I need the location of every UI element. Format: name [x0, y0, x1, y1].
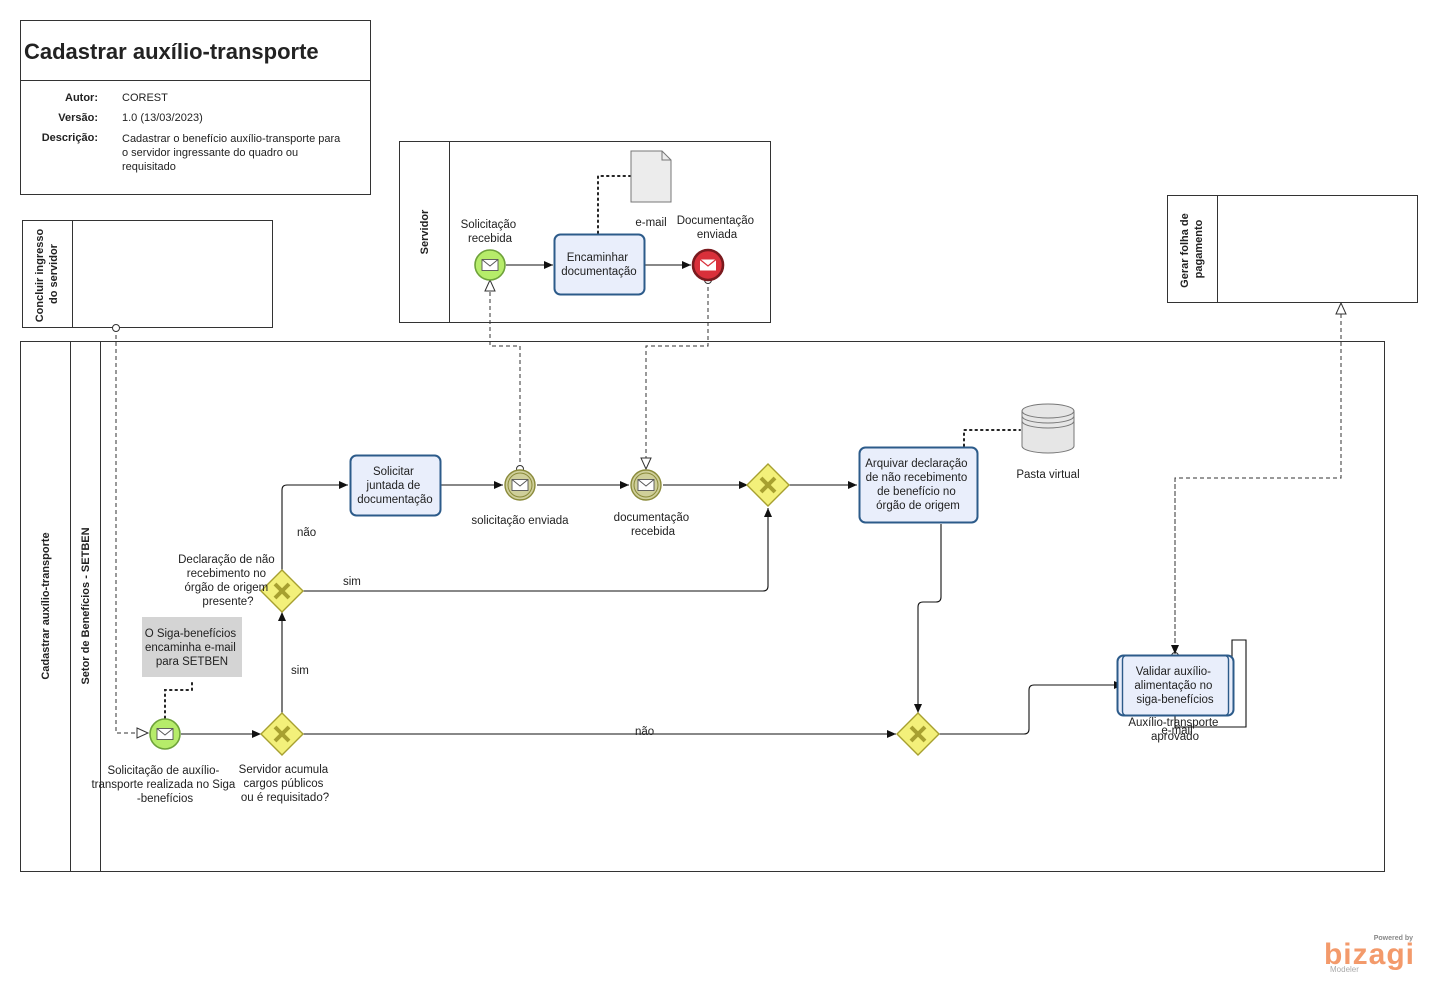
author-value: COREST: [122, 92, 168, 104]
event-solicitacao-recebida[interactable]: [474, 249, 506, 281]
pool-concluir-title: Concluir ingresso do servidor: [34, 226, 60, 323]
description-label: Descrição:: [42, 132, 98, 144]
task-arquivar-declaracao[interactable]: Arquivar declaração de não recebimento d…: [858, 446, 979, 524]
msg-aprovado-to-gerar: [1171, 301, 1347, 660]
pool-servidor-title: Servidor: [419, 209, 431, 254]
event-documentacao-enviada[interactable]: [691, 248, 725, 282]
assoc-arquivar-pasta: [963, 429, 1021, 447]
gateway-merge-final[interactable]: [896, 712, 940, 756]
msg-concluir-to-start: [112, 324, 150, 739]
pool-concluir-ingresso[interactable]: Concluir ingresso do servidor: [22, 220, 273, 328]
event-documentacao-recebida[interactable]: [630, 469, 662, 501]
gateway-merge-docs[interactable]: [746, 463, 790, 507]
bizagi-logo: Powered by bizagi Modeler: [1324, 935, 1415, 974]
author-label: Autor:: [65, 92, 98, 104]
label-auxilio-aprovado: Auxílio-transporte aprovado: [1128, 717, 1221, 743]
text-annotation[interactable]: O Siga-benefícios encaminha e-mail para …: [142, 617, 242, 677]
flow-label-nao-1: não: [297, 527, 316, 539]
powered-by-text: Powered by: [1374, 935, 1413, 942]
pool-main[interactable]: Cadastrar auxílio-transporte Setor de Be…: [20, 341, 1385, 872]
svg-text:Solicitar juntada de: Solicitar juntada de documentação: [357, 466, 432, 506]
gateway-declaracao[interactable]: [260, 569, 304, 613]
flow-label-nao-2: não: [635, 726, 654, 738]
svg-text:Encaminhar documentação: Encaminhar documentação: [561, 252, 636, 278]
description-value: Cadastrar o benefício auxílio-transporte…: [122, 133, 343, 173]
flow-gw2-solicitar-nao: [281, 481, 348, 570]
lane-setben-title: Setor de Benefícios - SETBEN: [80, 527, 92, 684]
svg-text:Validar auxílio- aliment: Validar auxílio- alimentação no siga-ben…: [1134, 666, 1215, 706]
pool-gerar-title: Gerar folha de pagamento: [1179, 210, 1205, 288]
assoc-annotation-start: [164, 679, 193, 719]
label-start-event: Solicitação de auxílio- transporte reali…: [91, 765, 238, 805]
pool-gerar-folha[interactable]: Gerar folha de pagamento: [1167, 195, 1418, 303]
brand-text: bizagi: [1324, 938, 1415, 971]
start-event-solicitacao[interactable]: [149, 718, 181, 750]
data-store-pasta-virtual[interactable]: [1021, 403, 1075, 454]
flow-label-sim-2: sim: [291, 665, 309, 677]
flow-arquivar-gw4: [914, 524, 942, 713]
flow-gw4-validar: [939, 681, 1123, 735]
flow-label-sim-1: sim: [343, 576, 361, 588]
svg-text:O Siga-benefícios encami: O Siga-benefícios encaminha e-mail para …: [145, 628, 240, 668]
label-documentacao-recebida: documentação recebida: [614, 512, 693, 538]
sequence-flows: [181, 261, 1247, 738]
label-email-2: e-mail: [1161, 725, 1192, 737]
label-gateway-declaracao: Declaração de não recebimento no órgão d…: [178, 554, 278, 608]
flow-gw2-gw3-sim: [303, 508, 772, 592]
task-validar-auxilio[interactable]: Validar auxílio- alimentação no siga-ben…: [1116, 654, 1235, 717]
version-label: Versão:: [58, 112, 98, 124]
msg-docenviada-to-docrecebida: [640, 276, 712, 471]
label-documentacao-enviada: Documentação enviada: [677, 215, 758, 241]
label-solicitacao-enviada: solicitação enviada: [471, 515, 569, 527]
pool-servidor[interactable]: Servidor: [399, 141, 771, 323]
assoc-encaminhar-email: [597, 175, 631, 234]
message-flows: [112, 276, 1347, 739]
data-object-email[interactable]: [630, 150, 672, 203]
task-solicitar-juntada[interactable]: Solicitar juntada de documentação: [349, 454, 442, 517]
associations: [164, 175, 1021, 719]
label-email: e-mail: [635, 217, 666, 229]
pool-main-title: Cadastrar auxílio-transporte: [40, 532, 52, 679]
label-solicitacao-recebida: Solicitação recebida: [461, 219, 520, 245]
gateway-acumula-cargos[interactable]: [260, 712, 304, 756]
event-solicitacao-enviada[interactable]: [504, 469, 536, 501]
flow-validar-loop: [1171, 639, 1247, 728]
task-encaminhar-documentacao[interactable]: Encaminhar documentação: [553, 233, 646, 296]
label-pasta-virtual: Pasta virtual: [1016, 469, 1079, 481]
label-gateway-acumula: Servidor acumula cargos públicos ou é re…: [239, 764, 332, 804]
msg-solenviada-to-solrecebida: [484, 278, 524, 473]
diagram-title: Cadastrar auxílio-transporte: [24, 39, 319, 64]
product-text: Modeler: [1330, 965, 1359, 974]
version-value: 1.0 (13/03/2023): [122, 112, 203, 124]
header-box: Cadastrar auxílio-transporte Autor: CORE…: [20, 20, 371, 195]
svg-text:Arquivar declaração de n: Arquivar declaração de não recebimento d…: [865, 458, 970, 512]
